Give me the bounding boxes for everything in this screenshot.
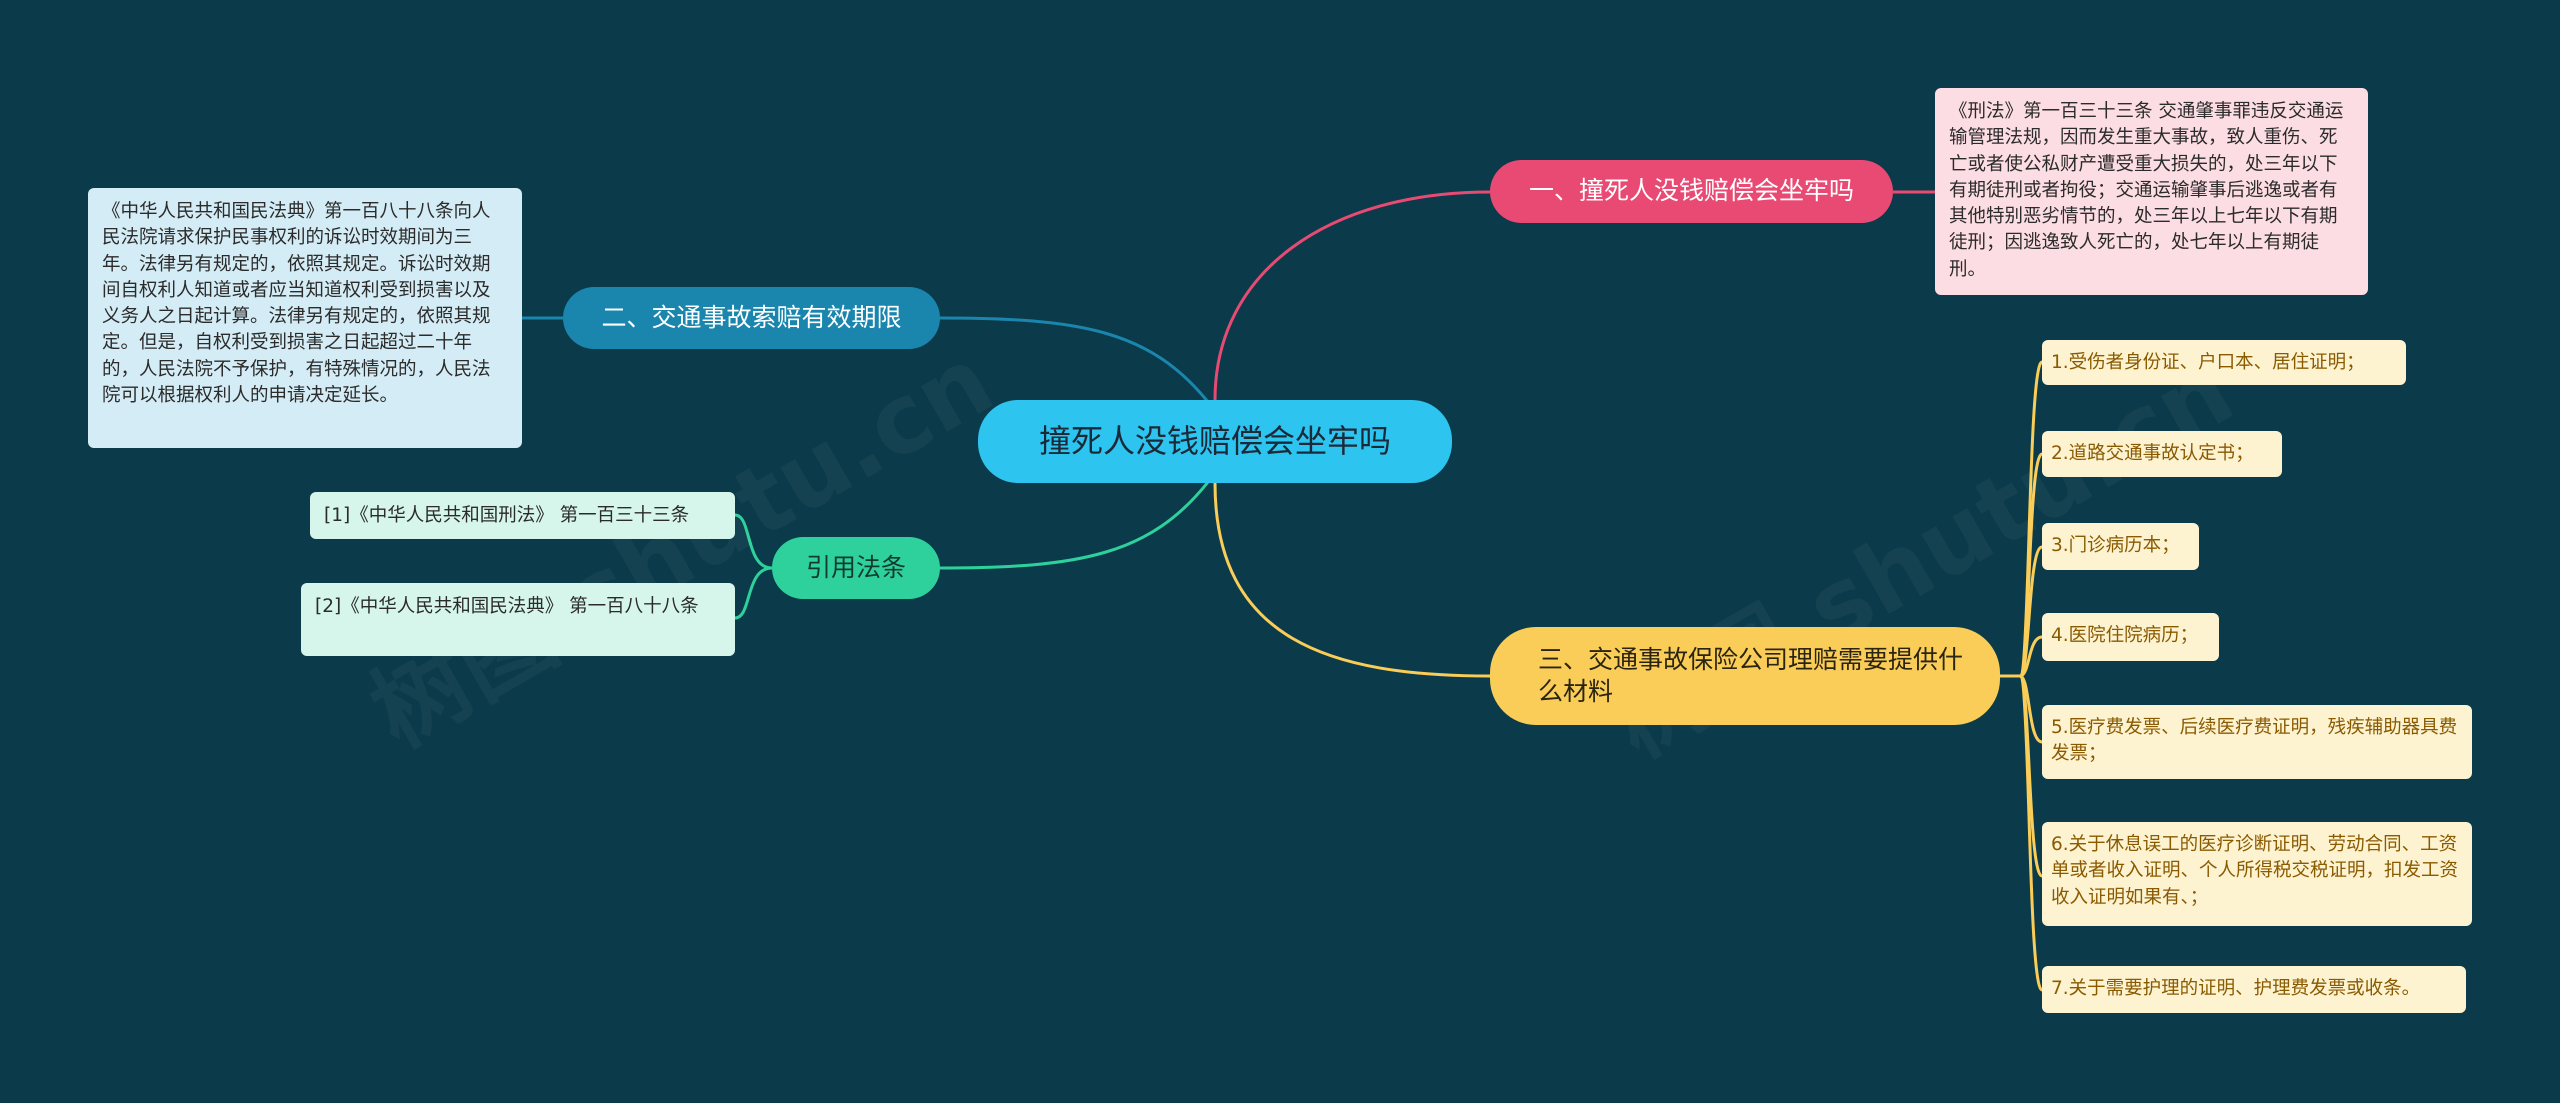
link-branch3-item7 — [2000, 674, 2044, 992]
branch-topic-4[interactable]: 引用法条 — [772, 537, 940, 599]
branch3-item-4[interactable]: 4.医院住院病历； — [2042, 613, 2219, 661]
branch3-item-1[interactable]: 1.受伤者身份证、户口本、居住证明； — [2042, 340, 2406, 385]
link-branch3-item3 — [2000, 545, 2043, 678]
branch3-item-2[interactable]: 2.道路交通事故认定书； — [2042, 431, 2282, 477]
branch-topic-3[interactable]: 三、交通事故保险公司理赔需要提供什么材料 — [1490, 627, 2000, 725]
link-branch3-item6 — [2000, 674, 2044, 878]
link-root-branch2 — [939, 316, 1210, 403]
link-branch3-item5 — [2000, 674, 2043, 744]
root-topic[interactable]: 撞死人没钱赔偿会坐牢吗 — [978, 400, 1452, 483]
branch1-detail-box[interactable]: 《刑法》第一百三十三条 交通肇事罪违反交通运输管理法规，因而发生重大事故，致人重… — [1935, 88, 2368, 295]
link-branch4-item2 — [734, 566, 773, 620]
branch3-item-5[interactable]: 5.医疗费发票、后续医疗费证明，残疾辅助器具费发票； — [2042, 705, 2472, 779]
link-branch3-item4 — [2000, 635, 2043, 678]
link-root-branch3 — [1213, 482, 1491, 678]
branch2-detail-box[interactable]: 《中华人民共和国民法典》第一百八十八条向人民法院请求保护民事权利的诉讼时效期间为… — [88, 188, 522, 448]
branch3-item-3[interactable]: 3.门诊病历本； — [2042, 523, 2199, 570]
branch3-item-6[interactable]: 6.关于休息误工的医疗诊断证明、劳动合同、工资单或者收入证明、个人所得税交税证明… — [2042, 822, 2472, 926]
branch4-item-2[interactable]: [2]《中华人民共和国民法典》 第一百八十八条 — [301, 583, 735, 656]
link-root-branch4 — [939, 481, 1210, 570]
link-root-branch1 — [1213, 190, 1491, 401]
link-branch4-item1 — [734, 513, 773, 570]
branch-topic-2[interactable]: 二、交通事故索赔有效期限 — [563, 287, 940, 349]
branch4-item-1[interactable]: [1]《中华人民共和国刑法》 第一百三十三条 — [310, 492, 735, 539]
branch3-item-7[interactable]: 7.关于需要护理的证明、护理费发票或收条。 — [2042, 966, 2466, 1013]
link-branch3-item1 — [2000, 360, 2044, 678]
branch-topic-1[interactable]: 一、撞死人没钱赔偿会坐牢吗 — [1490, 160, 1893, 223]
